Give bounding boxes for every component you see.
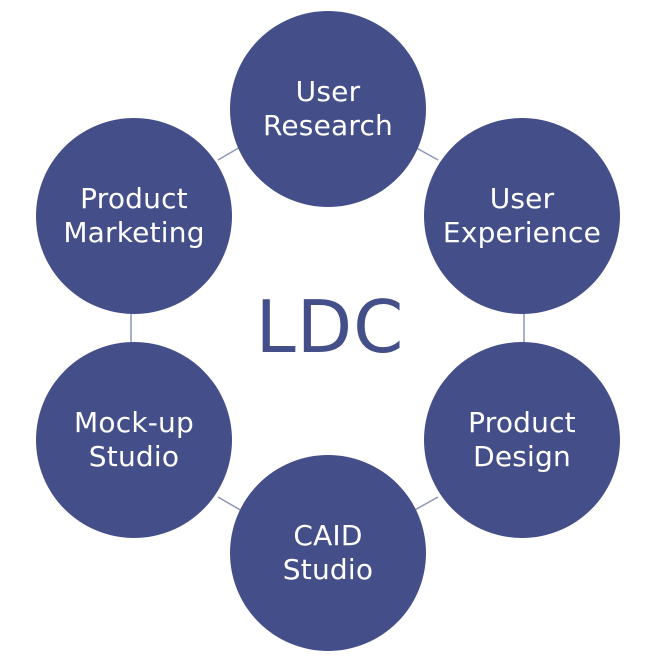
node-user-research: User Research [230,11,426,207]
node-label: User Research [262,75,394,142]
node-label: Product Design [468,406,576,473]
node-mock-up-studio: Mock-up Studio [36,342,232,538]
node-user-experience: User Experience [424,118,620,314]
node-label: Mock-up Studio [74,406,194,473]
node-label: Product Marketing [63,182,205,249]
node-label: CAID Studio [282,519,374,586]
center-label: LDC [255,285,405,369]
node-caid-studio: CAID Studio [230,455,426,651]
node-label: User Experience [442,182,602,249]
connector-caid-mockup [217,496,243,512]
connector-design-caid [412,496,439,512]
node-product-design: Product Design [424,342,620,538]
node-product-marketing: Product Marketing [36,118,232,314]
